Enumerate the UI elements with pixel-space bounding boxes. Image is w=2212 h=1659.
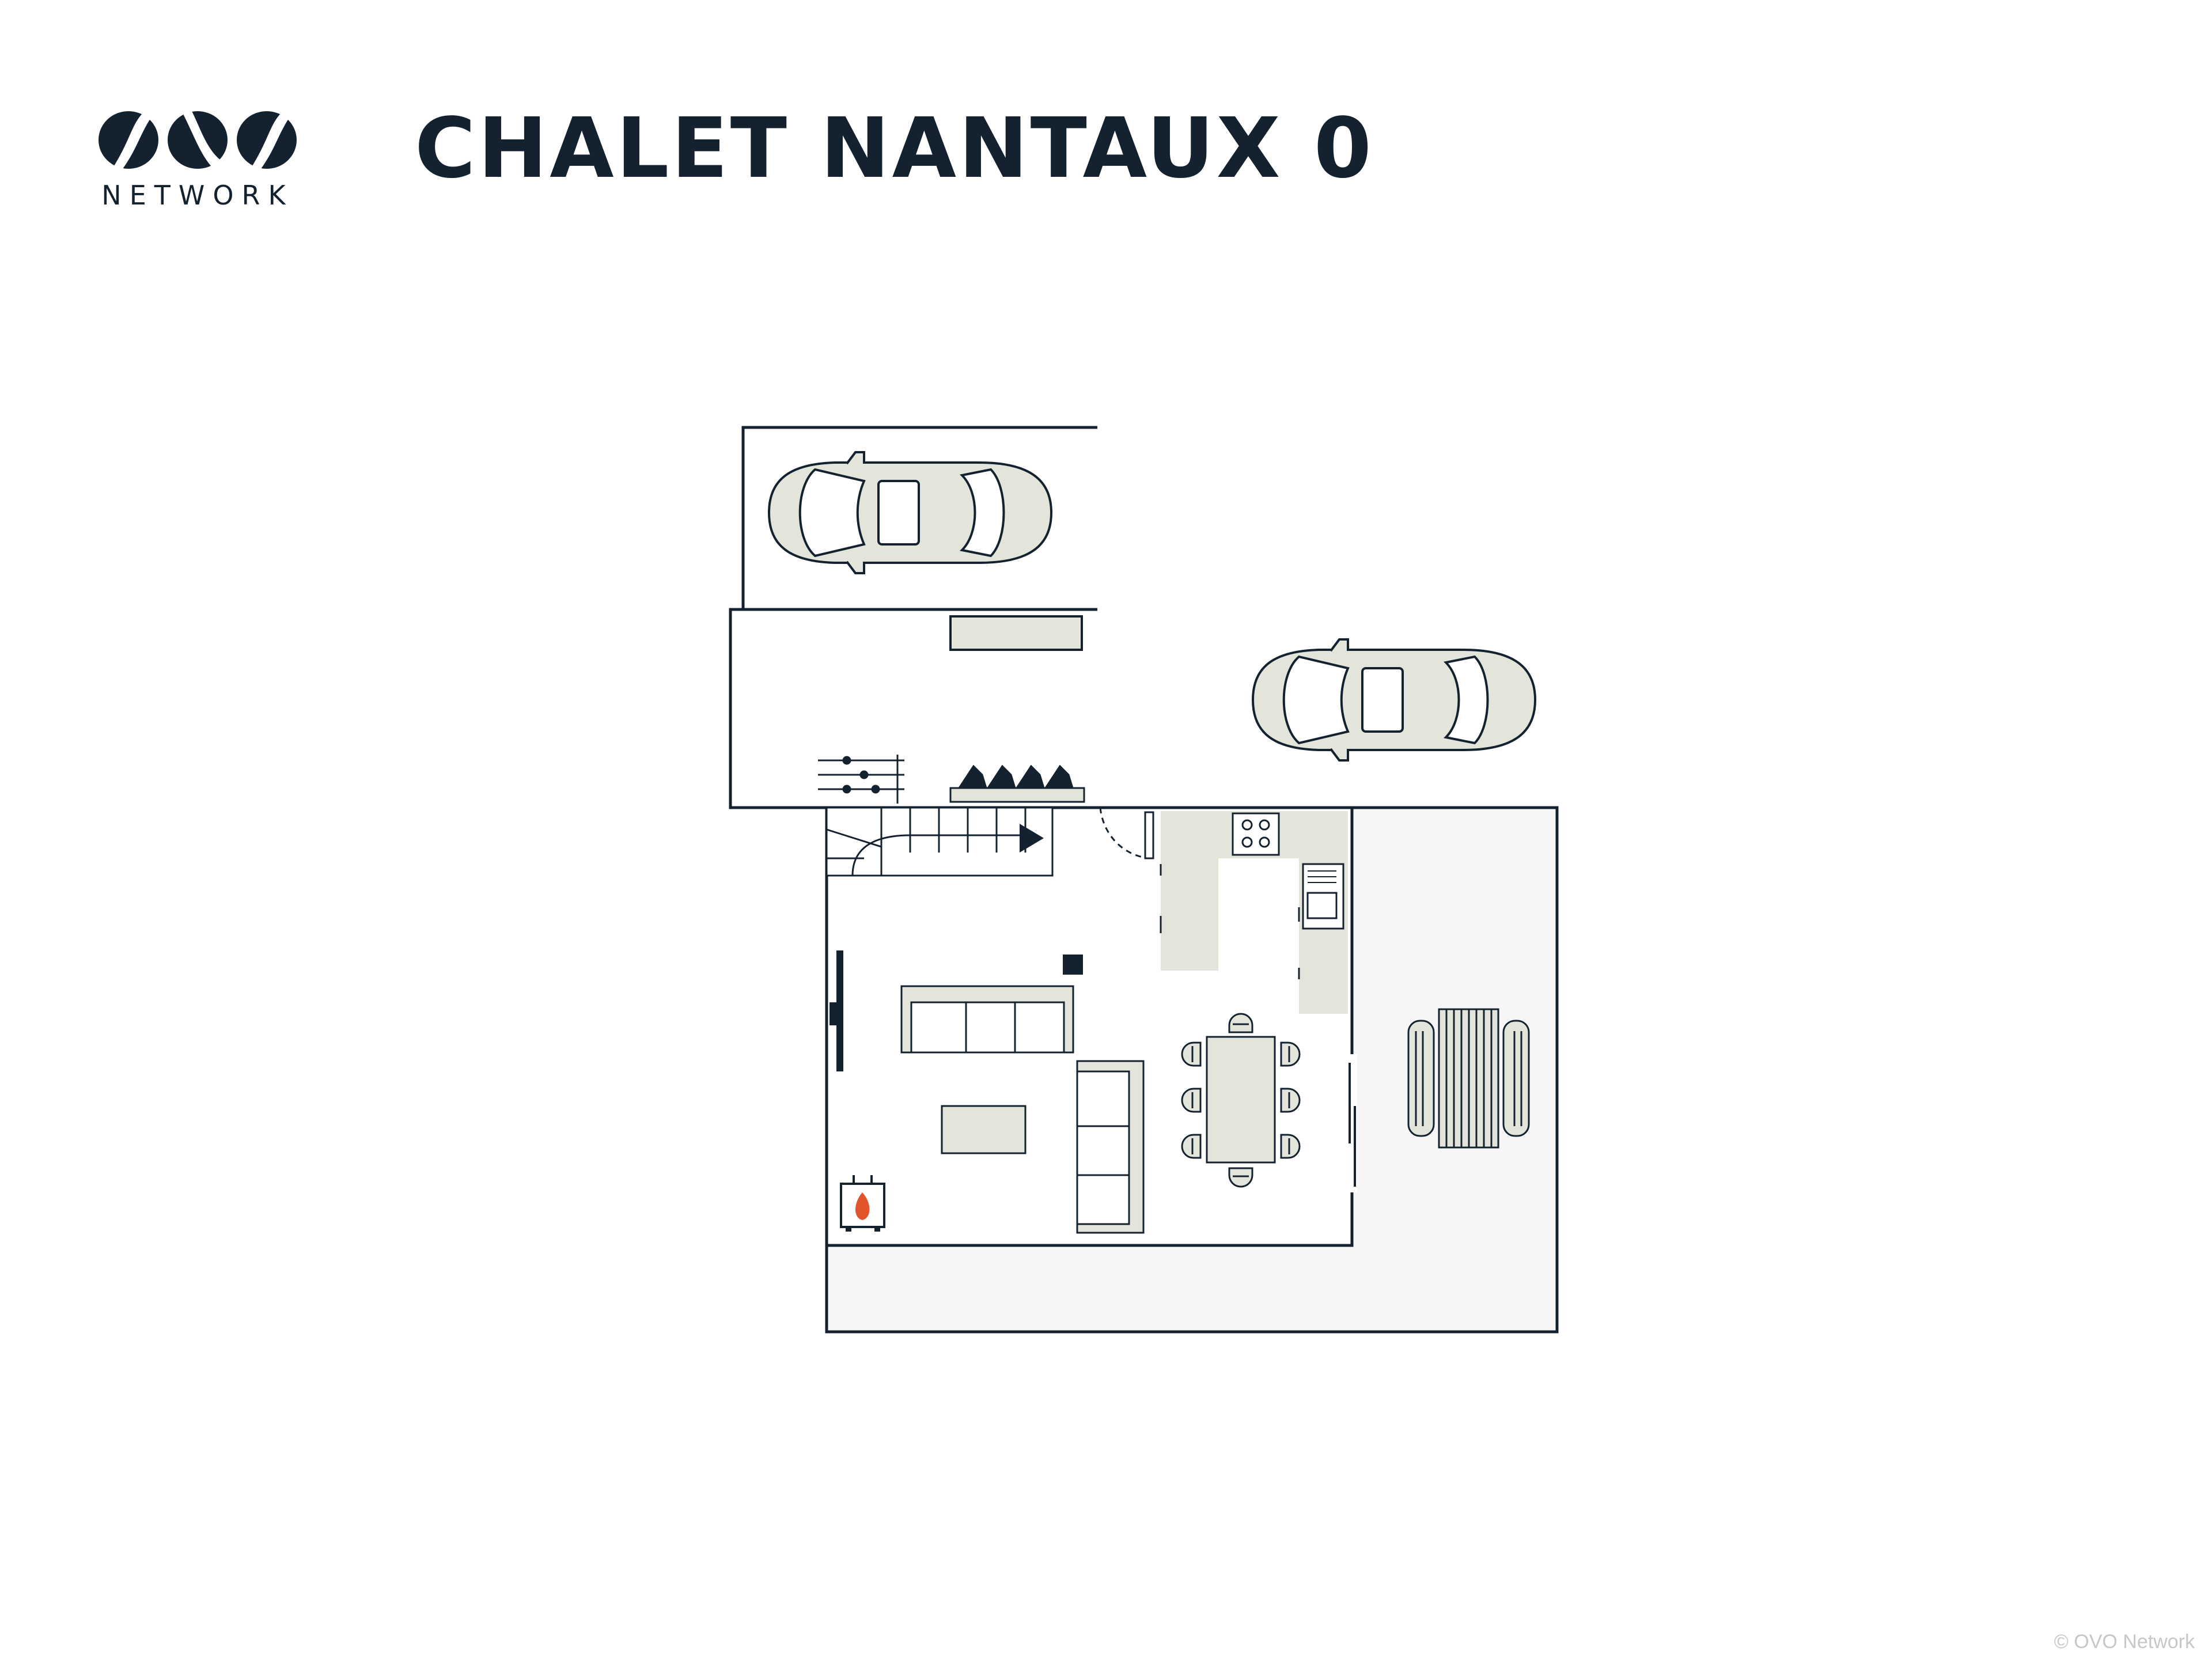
chair-icon xyxy=(1181,1041,1202,1067)
sofa xyxy=(900,985,1074,1054)
chair-icon xyxy=(1181,1134,1202,1159)
entrance-door xyxy=(1099,807,1150,859)
chair-icon xyxy=(1228,1013,1253,1033)
parking-wall xyxy=(741,426,1097,609)
sofa xyxy=(1076,1060,1145,1234)
outdoor-table xyxy=(1407,1008,1530,1149)
car-icon xyxy=(768,451,1052,574)
page-title: CHALET NANTAUX 0 xyxy=(415,100,1374,196)
ski-rack-icon xyxy=(818,755,904,804)
terrace-door xyxy=(1348,1054,1357,1192)
car-icon xyxy=(1252,638,1536,762)
coffee-table xyxy=(941,1105,1027,1154)
dining-table xyxy=(1206,1036,1276,1164)
chair-icon xyxy=(1181,1088,1202,1113)
fireplace-icon xyxy=(840,1175,885,1232)
logo-wordmark: NETWORK xyxy=(101,180,294,211)
stair-arrow-icon xyxy=(1020,824,1044,853)
chair-icon xyxy=(1280,1041,1301,1067)
pillar xyxy=(1063,955,1083,975)
copyright: © OVO Network xyxy=(2054,1631,2195,1653)
ski-boots-icon xyxy=(949,764,1085,803)
kitchen xyxy=(1160,811,1348,1014)
chair-icon xyxy=(1228,1167,1253,1188)
staircase xyxy=(825,806,1054,877)
chair-icon xyxy=(1280,1088,1301,1113)
chair-icon xyxy=(1280,1134,1301,1159)
tv xyxy=(836,950,843,1071)
bench xyxy=(949,615,1083,651)
ovo-logo xyxy=(99,111,297,169)
